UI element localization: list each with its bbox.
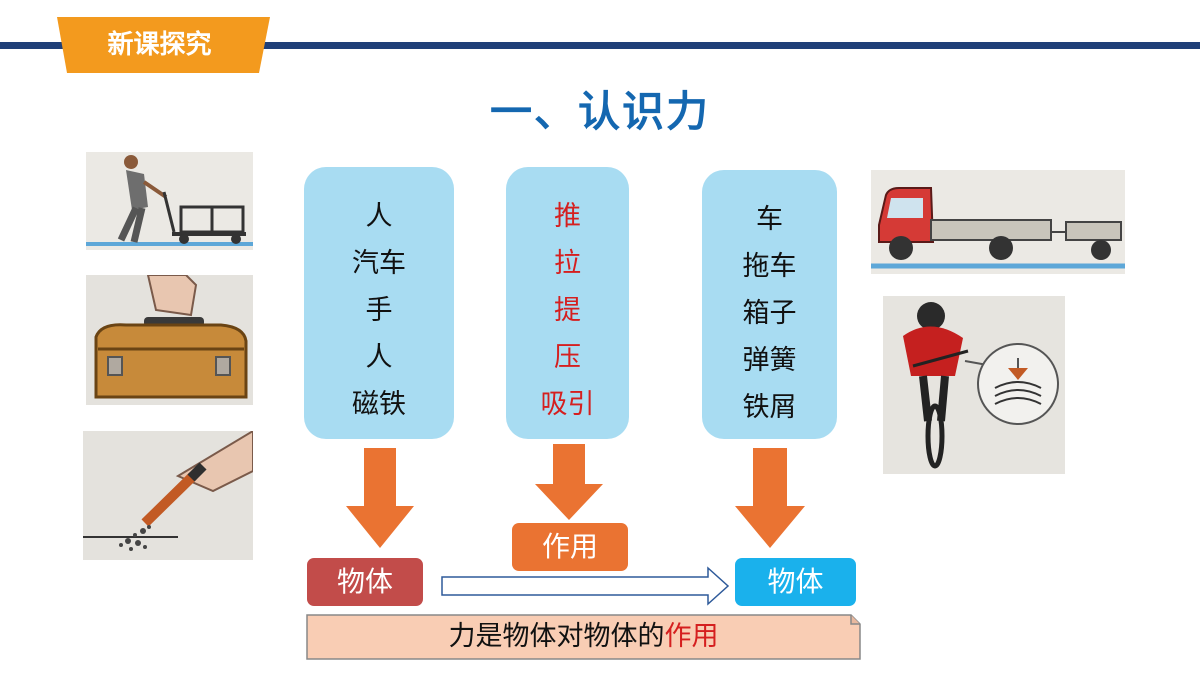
subject-item: 人 [365,201,393,232]
section-tag: 新课探究 [107,30,212,60]
interaction-label: 作用 [512,523,628,571]
down-arrow-icon [346,448,414,548]
subject-item: 人 [365,342,393,373]
hand-lifting-box-picture [86,275,253,405]
right-object-label: 物体 [735,558,856,606]
object-box: 车 拖车 箱子 弹簧 铁屑 [702,170,837,439]
action-item: 推 [554,201,581,232]
section-tag-shape [57,17,270,73]
conclusion-text: 力是物体对物体的作用 [306,614,861,660]
subject-item: 磁铁 [352,389,406,420]
object-item: 车 [756,204,783,235]
object-item: 拖车 [742,251,797,282]
action-box: 推 拉 提 压 吸引 [506,167,629,439]
subject-box: 人 汽车 手 人 磁铁 [304,167,454,439]
subject-item: 汽车 [352,248,406,279]
left-object-label: 物体 [307,558,423,606]
page-title: 一、认识力 [489,87,710,136]
conclusion-highlight: 作用 [664,621,719,652]
down-arrow-icon [535,444,603,520]
subject-item: 手 [365,295,393,326]
object-item: 箱子 [742,298,797,329]
down-arrow-icon [735,448,805,548]
action-item: 拉 [554,248,581,279]
action-item: 提 [554,295,581,326]
action-item: 吸引 [540,389,595,420]
magnet-attracting-filings-picture [83,431,253,560]
cyclist-compressing-spring-picture [883,296,1065,474]
object-item: 铁屑 [742,392,797,423]
conclusion-prefix: 力是物体对物体的 [448,621,665,652]
person-pushing-cart-picture [86,152,253,250]
conclusion-banner-shape [306,614,861,660]
truck-pulling-trailer-picture [871,170,1125,274]
header-rule [0,42,1200,49]
object-item: 弹簧 [742,345,797,376]
action-item: 压 [554,342,581,373]
right-arrow-icon [441,566,730,606]
